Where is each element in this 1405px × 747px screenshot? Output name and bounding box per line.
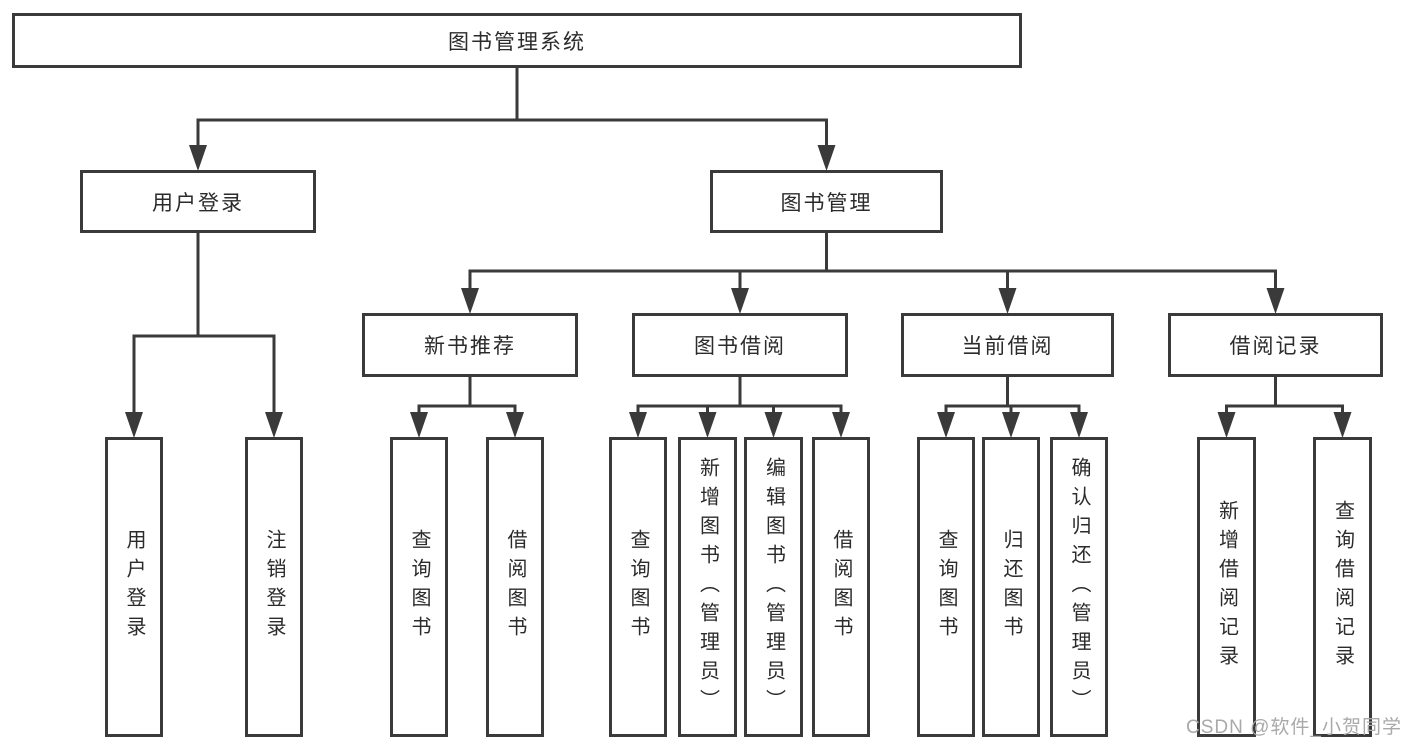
node-book-management: 图书管理 [710, 170, 943, 233]
node-library-system: 图书管理系统 [12, 13, 1022, 68]
leaf-return-books: 归还图书 [982, 437, 1040, 737]
leaf-add-borrow-record: 新增借阅记录 [1197, 437, 1256, 737]
node-book-borrowing: 图书借阅 [632, 313, 848, 377]
leaf-add-book-admin: 新增图书（管理员） [678, 437, 737, 737]
leaf-query-books-current: 查询图书 [917, 437, 975, 737]
leaf-edit-book-admin: 编辑图书（管理员） [744, 437, 803, 737]
leaf-confirm-return-admin: 确认归还（管理员） [1050, 437, 1108, 737]
node-current-borrowing: 当前借阅 [901, 313, 1114, 377]
leaf-borrow-books-recommend: 借阅图书 [486, 437, 544, 737]
csdn-watermark: CSDN @软件_小贺同学 [1186, 717, 1402, 738]
leaf-query-borrow-record: 查询借阅记录 [1313, 437, 1372, 737]
node-new-book-recommend: 新书推荐 [362, 313, 578, 377]
leaf-borrow-books-borrowing: 借阅图书 [812, 437, 870, 737]
leaf-query-books-borrowing: 查询图书 [609, 437, 667, 737]
node-user-login: 用户登录 [80, 170, 316, 233]
leaf-query-books-recommend: 查询图书 [390, 437, 448, 737]
leaf-logout: 注销登录 [245, 437, 303, 737]
leaf-user-login: 用户登录 [105, 437, 163, 737]
node-borrow-records: 借阅记录 [1168, 313, 1383, 377]
